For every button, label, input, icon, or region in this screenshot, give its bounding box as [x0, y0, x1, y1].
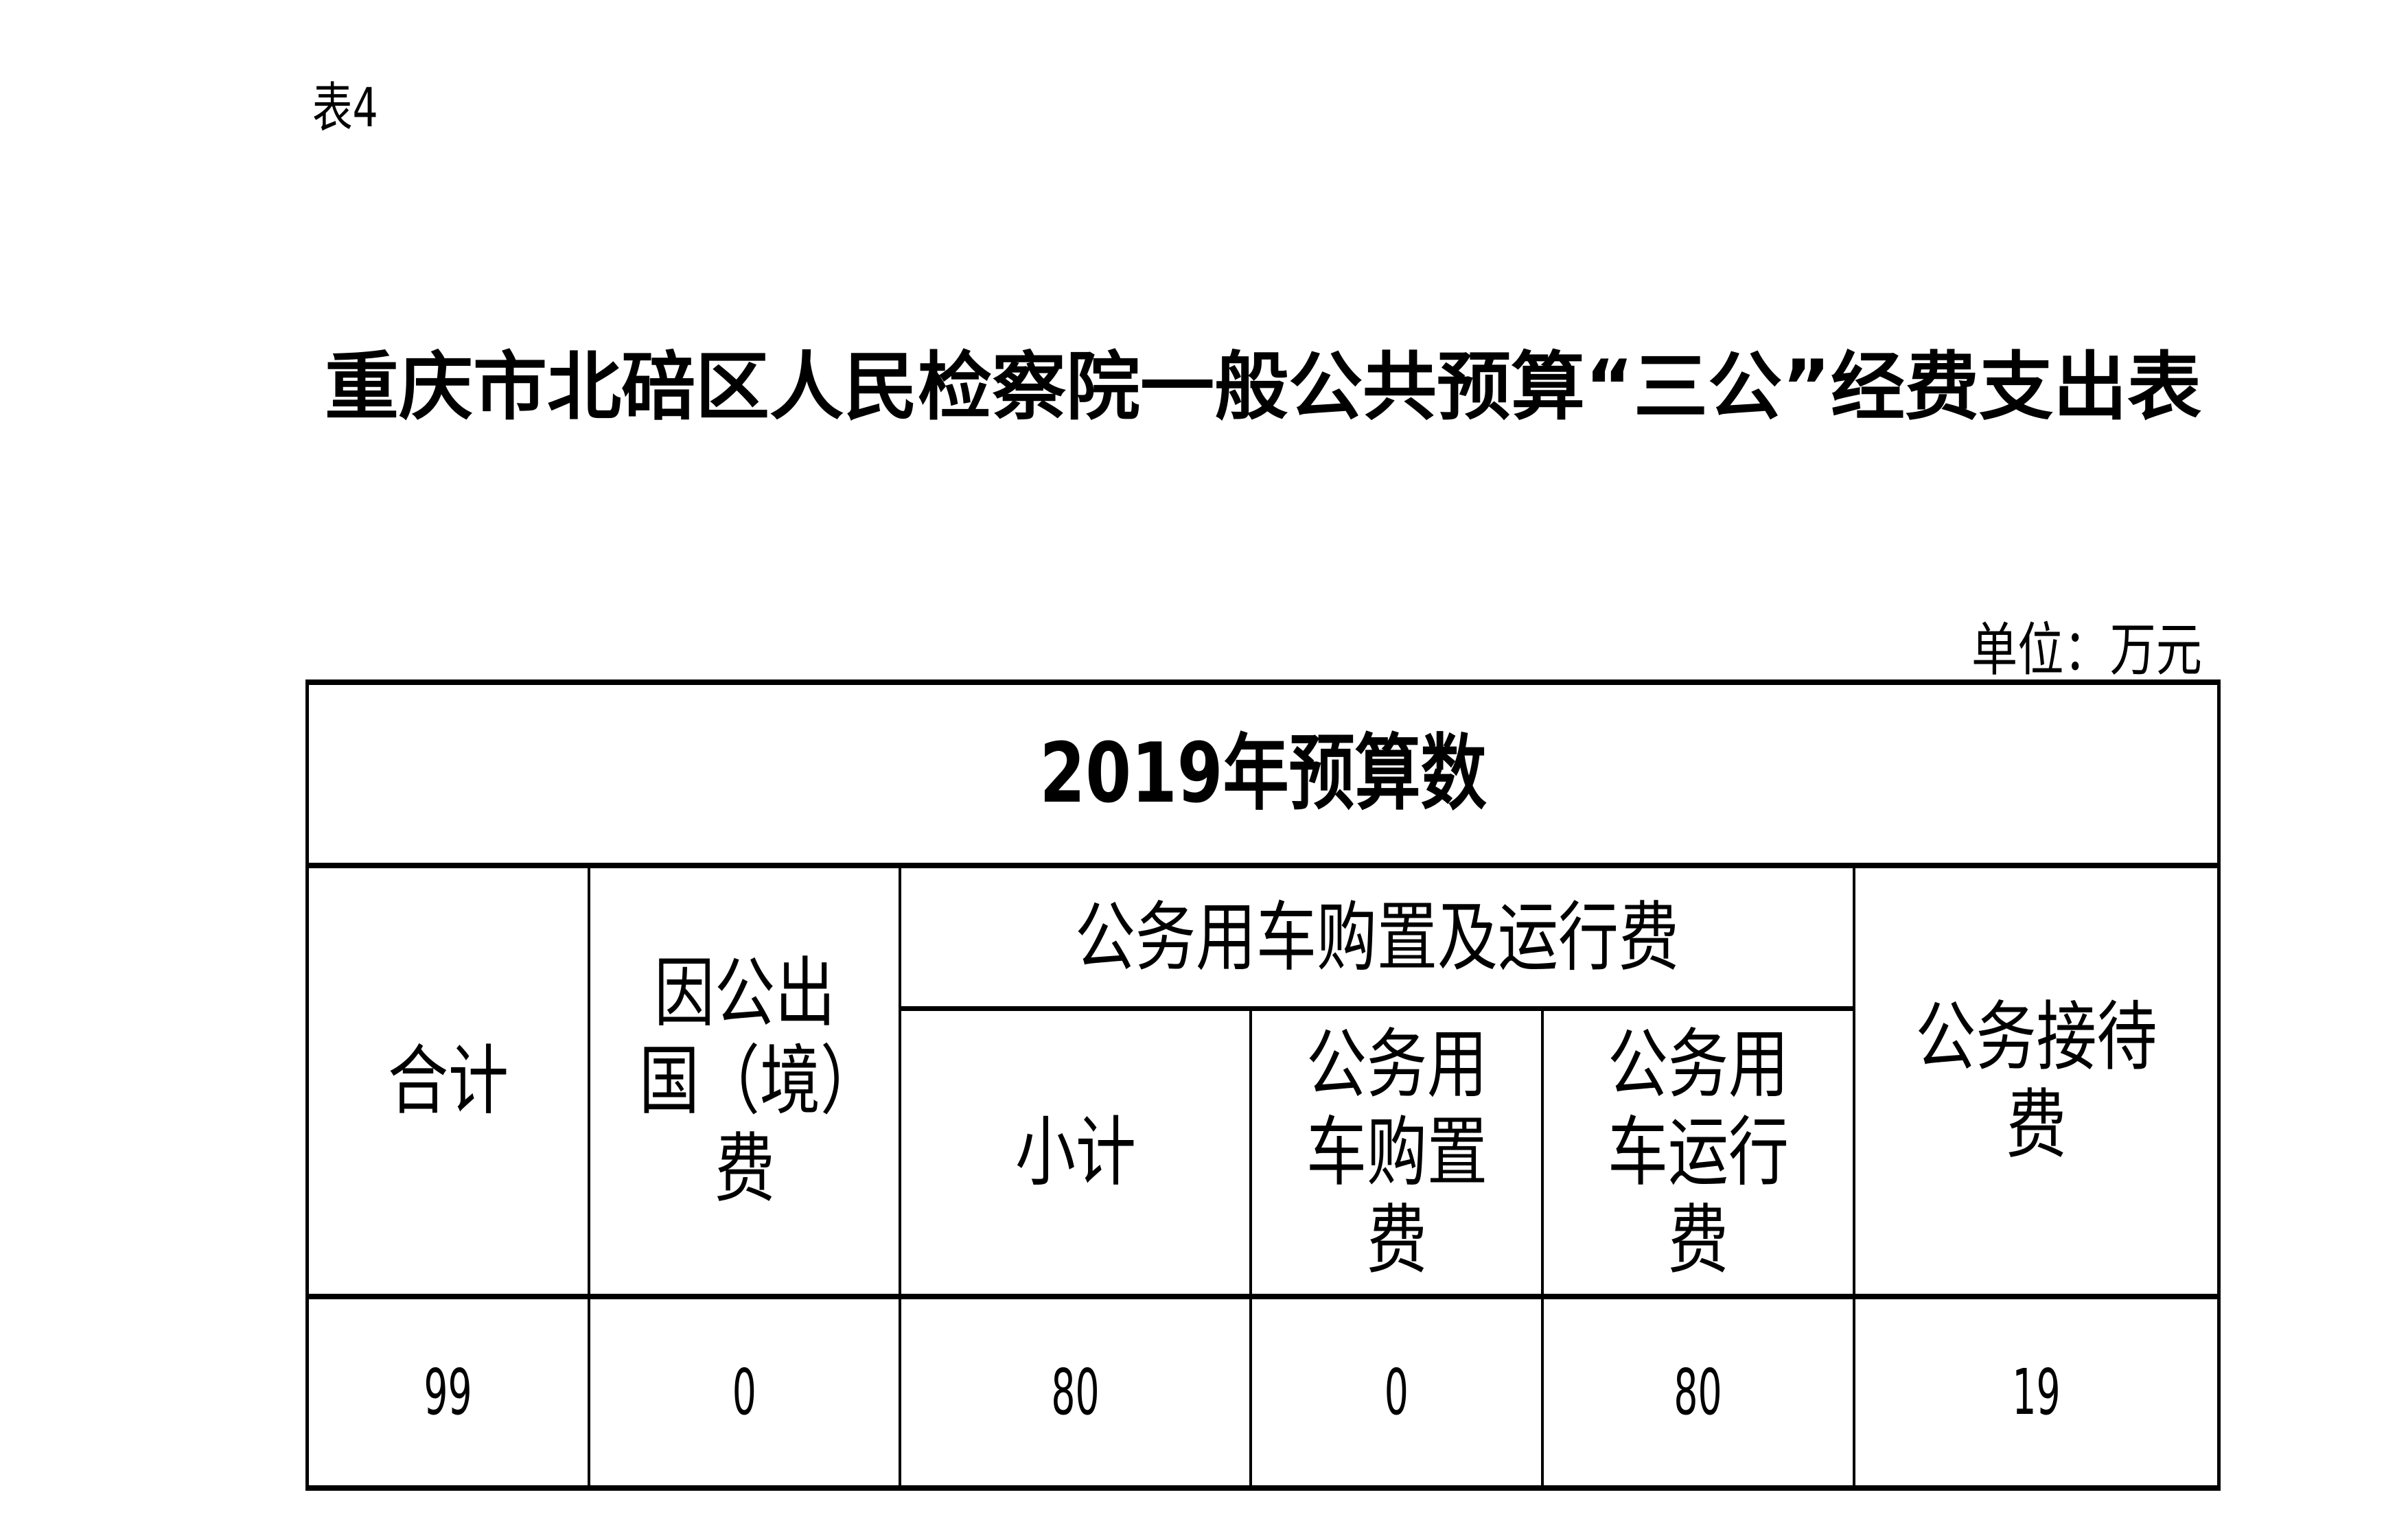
table-divider — [305, 863, 2221, 868]
header-vehicle-operation-text: 公务用车运行费 — [1608, 1021, 1789, 1284]
unit-label: 单位：万元 — [1971, 616, 2202, 684]
page-title: 重庆市北碚区人民检察院一般公共预算“三公”经费支出表 — [323, 343, 2203, 432]
header-vehicle-group-text: 公务用车购置及运行费 — [1075, 893, 1679, 981]
page-title-text: 重庆市北碚区人民检察院一般公共预算“三公”经费支出表 — [325, 345, 2201, 430]
table-divider — [900, 1006, 1854, 1011]
header-vehicle-group: 公务用车购置及运行费 — [901, 868, 1853, 1006]
value-reception-text: 19 — [2012, 1356, 2061, 1429]
header-vehicle-subtotal-text: 小计 — [1015, 1108, 1136, 1196]
value-vehicle-operation: 80 — [1544, 1299, 1853, 1485]
header-reception: 公务接待费 — [1855, 868, 2217, 1294]
header-vehicle-subtotal: 小计 — [901, 1011, 1249, 1294]
table-divider — [899, 865, 901, 1489]
header-total: 合计 — [309, 868, 588, 1294]
table-border-left — [305, 679, 309, 1491]
table-divider — [1249, 1009, 1252, 1489]
table-border-right — [2217, 679, 2221, 1491]
header-vehicle-operation: 公务用车运行费 — [1544, 1011, 1853, 1294]
value-vehicle-subtotal: 80 — [901, 1299, 1249, 1485]
header-vehicle-purchase: 公务用车购置费 — [1252, 1011, 1541, 1294]
value-total: 99 — [309, 1299, 588, 1485]
table-divider — [305, 1294, 2221, 1299]
table-border-top — [305, 679, 2221, 685]
table-divider — [1853, 865, 1855, 1489]
header-reception-text: 公务接待费 — [1915, 993, 2157, 1169]
value-vehicle-subtotal-text: 80 — [1051, 1356, 1100, 1429]
header-overseas: 因公出国（境）费 — [590, 868, 899, 1294]
table-label: 表4 — [312, 78, 378, 139]
header-group-text: 2019年预算数 — [1039, 725, 1487, 822]
value-total-text: 99 — [424, 1356, 473, 1429]
header-overseas-text: 因公出国（境）费 — [638, 949, 850, 1213]
header-total-text: 合计 — [388, 1037, 509, 1125]
header-vehicle-purchase-text: 公务用车购置费 — [1306, 1021, 1487, 1284]
header-group: 2019年预算数 — [309, 685, 2217, 863]
table-divider — [588, 865, 590, 1489]
table-divider — [1541, 1009, 1544, 1489]
value-vehicle-operation-text: 80 — [1674, 1356, 1723, 1429]
value-vehicle-purchase-text: 0 — [1384, 1356, 1409, 1429]
table-border-bottom — [305, 1485, 2221, 1491]
value-vehicle-purchase: 0 — [1252, 1299, 1541, 1485]
value-overseas: 0 — [590, 1299, 899, 1485]
value-reception: 19 — [1855, 1299, 2217, 1485]
value-overseas-text: 0 — [732, 1356, 757, 1429]
